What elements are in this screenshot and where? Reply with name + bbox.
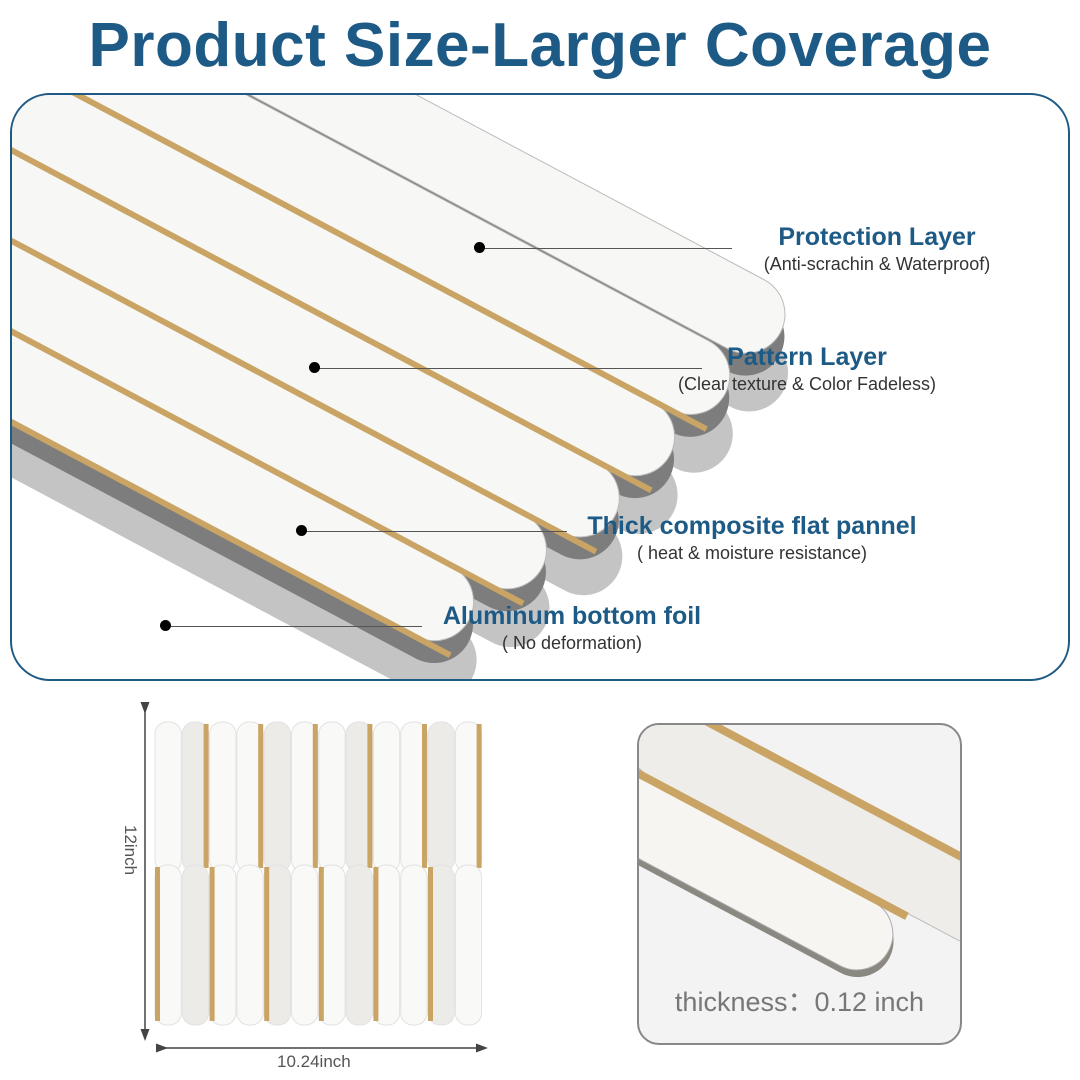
- leader-line: [482, 248, 732, 249]
- pointer-dot: [474, 242, 485, 253]
- gold-inlay: [203, 724, 209, 868]
- tile-strip: [427, 721, 455, 873]
- label-composite-panel: Thick composite flat pannel ( heat & moi…: [587, 512, 917, 563]
- thickness-label: thickness：0.12 inch: [674, 987, 925, 1017]
- tile-strip: [345, 864, 373, 1026]
- gold-inlay: [318, 867, 324, 1021]
- tile-strip: [154, 721, 182, 873]
- tile-strip: [291, 864, 319, 1026]
- gold-inlays: [12, 95, 708, 658]
- leader-line: [167, 626, 422, 627]
- height-dimension-label: 12inch: [121, 825, 140, 876]
- thickness-closeup: thickness：0.12 inch: [637, 723, 962, 1045]
- gold-inlay: [264, 867, 270, 1021]
- tile-strip: [263, 721, 291, 873]
- tile-strip: [454, 864, 483, 1026]
- tile-strip: [236, 864, 264, 1026]
- layered-tile-illustration: [12, 95, 788, 679]
- gold-inlay: [209, 867, 215, 1021]
- tile-edge-closeup: [639, 725, 960, 978]
- gold-inlay: [155, 867, 160, 1021]
- gold-inlay: [422, 724, 427, 868]
- tile-strip: [181, 864, 210, 1026]
- width-dimension-label: 10.24inch: [277, 1052, 351, 1071]
- tile-strip: [372, 721, 401, 873]
- pointer-dot: [160, 620, 171, 631]
- gold-inlay: [258, 724, 264, 868]
- page-title: Product Size-Larger Coverage: [88, 11, 992, 80]
- pattern-layer: [12, 95, 786, 642]
- label-protection-layer: Protection Layer (Anti-scrachin & Waterp…: [763, 223, 991, 274]
- leader-line: [302, 531, 567, 532]
- layer-diagram-panel: Protection Layer (Anti-scrachin & Waterp…: [10, 93, 1070, 681]
- pointer-dot: [296, 525, 307, 536]
- gold-inlay: [476, 724, 482, 868]
- tile-sheet-illustration: [140, 702, 488, 1053]
- tile-strip: [209, 721, 237, 873]
- tile-strip: [318, 721, 346, 873]
- gold-inlay: [428, 867, 433, 1021]
- label-aluminum-foil: Aluminum bottom foil ( No deformation): [442, 602, 702, 653]
- gold-inlay: [312, 724, 318, 868]
- label-pattern-layer: Pattern Layer (Clear texture & Color Fad…: [677, 343, 937, 394]
- leader-line: [317, 368, 702, 369]
- tile-strip: [400, 864, 428, 1026]
- gold-inlay: [373, 867, 379, 1021]
- gold-inlay: [367, 724, 373, 868]
- pointer-dot: [309, 362, 320, 373]
- tile-strip: [318, 864, 346, 1026]
